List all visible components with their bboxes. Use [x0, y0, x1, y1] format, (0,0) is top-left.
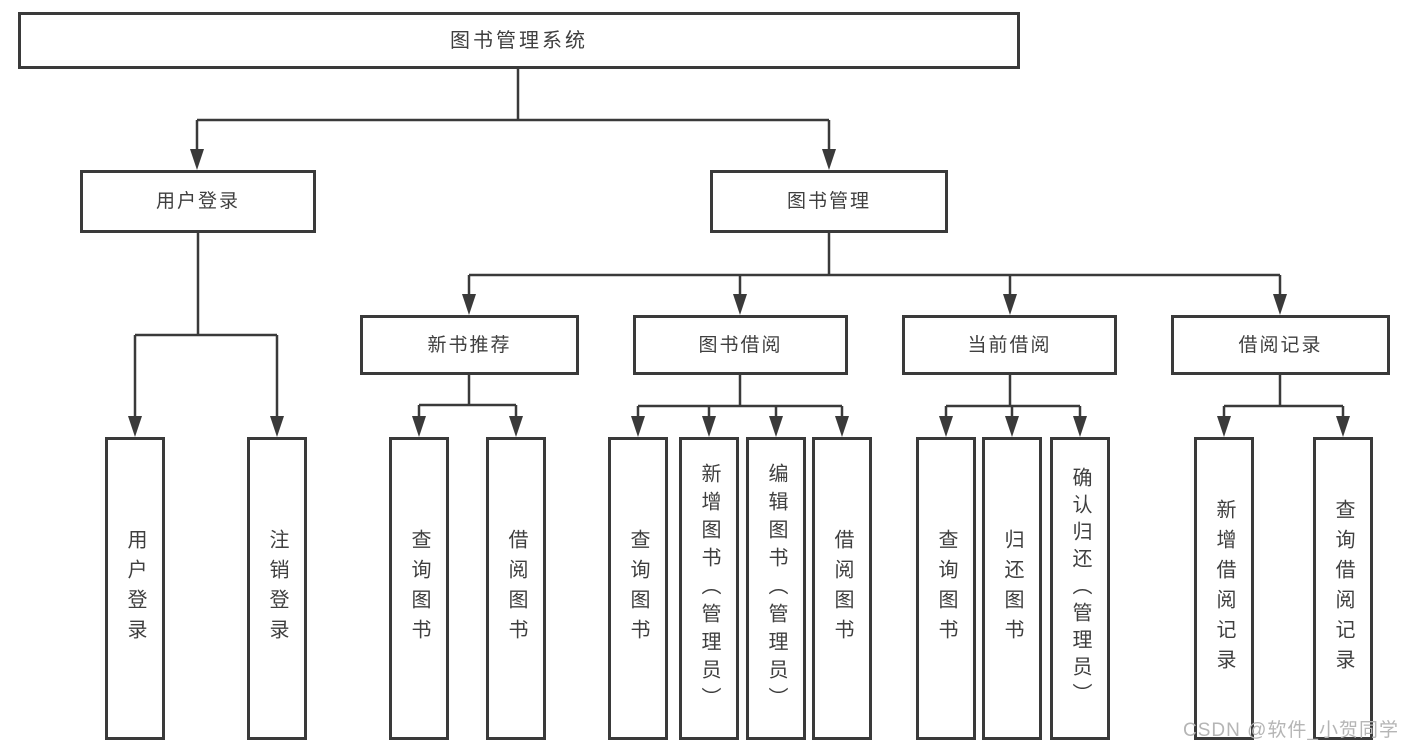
node-book-borrow: 图书借阅 [633, 315, 848, 375]
node-leaf-query-book-recommend: 查询图书 [389, 437, 449, 740]
node-current-borrow: 当前借阅 [902, 315, 1117, 375]
edge-userlogin-to-leaves [133, 233, 279, 417]
node-root: 图书管理系统 [18, 12, 1020, 69]
node-leaf-user-login: 用户登录 [105, 437, 165, 740]
edge-records-to-leaves [1222, 375, 1345, 419]
node-leaf-edit-book-admin: 编辑图书（管理员） [746, 437, 806, 740]
node-leaf-add-book-admin: 新增图书（管理员） [679, 437, 739, 740]
edge-recommend-to-leaves [417, 375, 518, 419]
node-leaf-query-book-borrow: 查询图书 [608, 437, 668, 740]
edge-root-to-level2 [195, 69, 831, 150]
edge-bookmgmt-to-level3 [467, 233, 1282, 296]
node-borrow-records: 借阅记录 [1171, 315, 1390, 375]
node-leaf-query-borrow-record: 查询借阅记录 [1313, 437, 1373, 740]
node-leaf-confirm-return-admin: 确认归还（管理员） [1050, 437, 1110, 740]
node-leaf-return-book: 归还图书 [982, 437, 1042, 740]
node-leaf-query-book-current: 查询图书 [916, 437, 976, 740]
node-leaf-logout: 注销登录 [247, 437, 307, 740]
edge-borrow-to-leaves [636, 375, 844, 419]
watermark: CSDN @软件_小贺同学 [1183, 720, 1399, 741]
node-leaf-borrow-book-borrow: 借阅图书 [812, 437, 872, 740]
node-user-login-group: 用户登录 [80, 170, 316, 233]
node-leaf-add-borrow-record: 新增借阅记录 [1194, 437, 1254, 740]
edge-current-to-leaves [944, 375, 1082, 419]
node-new-book-recommend: 新书推荐 [360, 315, 579, 375]
node-leaf-borrow-book-recommend: 借阅图书 [486, 437, 546, 740]
node-book-management-group: 图书管理 [710, 170, 948, 233]
